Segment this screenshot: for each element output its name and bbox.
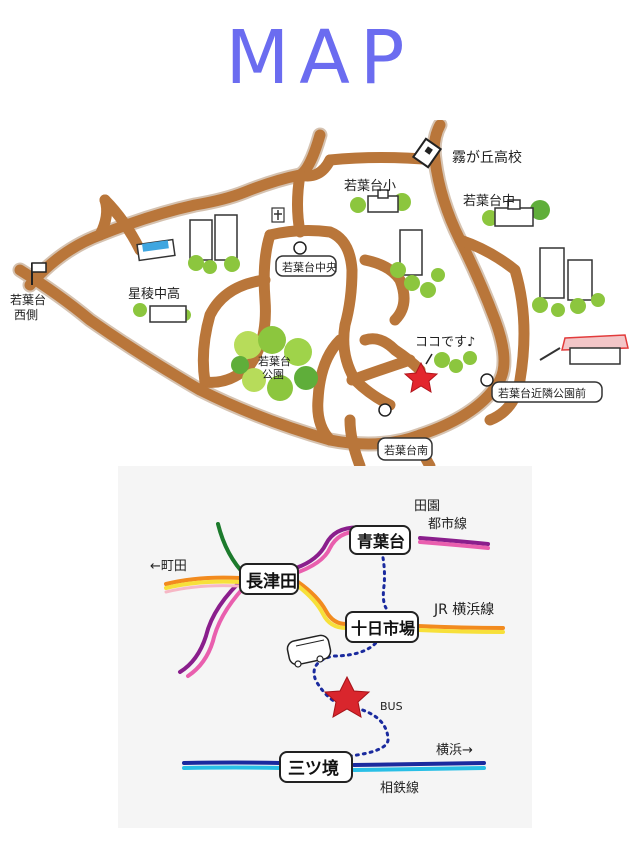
bus-stop-kinrin-park-label: 若葉台近隣公園前 [498, 386, 586, 400]
station-nagatsuta-label: 長津田 [246, 571, 297, 592]
wakabadai-west-label: 若葉台西側 [10, 292, 46, 322]
here-label: ココです♪ [415, 335, 475, 350]
bus-label: BUS [380, 700, 403, 713]
station-aobadai-label: 青葉台 [357, 532, 405, 551]
bus-stop-central-label: 若葉台中央 [282, 260, 337, 274]
route-map: 長津田 青葉台 十日市場 三ツ境 田園都市線 JR 横浜線 相鉄線 ←町田 横浜… [118, 466, 532, 828]
station-mitsukyo-label: 三ツ境 [288, 758, 339, 779]
apartment-buildings-icon [189, 214, 593, 301]
kirigaoka-high-icon [411, 137, 443, 169]
playground-icon [539, 334, 629, 365]
bus-route-dotted [312, 636, 382, 708]
wakabadai-junior-high-icon [482, 199, 550, 227]
hoshi-high-label: 星稜中高 [128, 286, 180, 302]
station-nagatsuta[interactable]: 長津田 [239, 563, 299, 595]
bus-icon [286, 634, 332, 668]
wakabadai-junior-high-label: 若葉台中 [463, 193, 515, 209]
station-tokaichiba[interactable]: 十日市場 [345, 611, 419, 643]
destination-star-icon [323, 675, 371, 718]
bus-stop-south-label: 若葉台南 [384, 443, 428, 457]
hoshi-high-icon [149, 305, 187, 323]
shrine-icon [271, 207, 285, 223]
station-aobadai[interactable]: 青葉台 [349, 525, 411, 555]
denentoshi-line-label: 田園都市線 [414, 499, 467, 532]
bus-route-dotted-2 [348, 706, 390, 758]
walk-path-dotted [378, 542, 388, 610]
flag-icon [31, 262, 47, 285]
trees-icon [133, 255, 605, 373]
park-trees-icon [231, 326, 318, 401]
yokohama-line-label: JR 横浜線 [433, 602, 494, 618]
sotetsu-line [182, 760, 486, 772]
bus-stop-south[interactable]: 若葉台南 [377, 403, 433, 461]
yokohama-line [164, 575, 505, 634]
bus-stop-central[interactable]: 若葉台中央 [275, 241, 337, 277]
pool-icon [136, 238, 176, 262]
station-tokaichiba-label: 十日市場 [351, 619, 415, 638]
kirigaoka-high-label: 霧が丘高校 [452, 149, 522, 166]
here-arrow-icon [425, 353, 433, 365]
area-map: 霧が丘高校 若葉台小 若葉台中 星稜中高 [10, 120, 629, 466]
sotetsu-line-label: 相鉄線 [380, 780, 419, 796]
wakabadai-elementary-icon [350, 189, 411, 213]
wakabadai-elementary-label: 若葉台小 [344, 178, 396, 194]
road-south [14, 120, 510, 450]
bus-stop-kinrin-park[interactable]: 若葉台近隣公園前 [480, 373, 603, 403]
station-mitsukyo[interactable]: 三ツ境 [279, 751, 353, 783]
current-location-star-icon [403, 361, 439, 393]
machida-direction-label: ←町田 [150, 559, 187, 574]
roads [12, 120, 530, 466]
park-label: 若葉台公園 [258, 354, 291, 381]
page-title: MAP [225, 15, 415, 101]
yokohama-direction-label: 横浜→ [436, 743, 473, 758]
